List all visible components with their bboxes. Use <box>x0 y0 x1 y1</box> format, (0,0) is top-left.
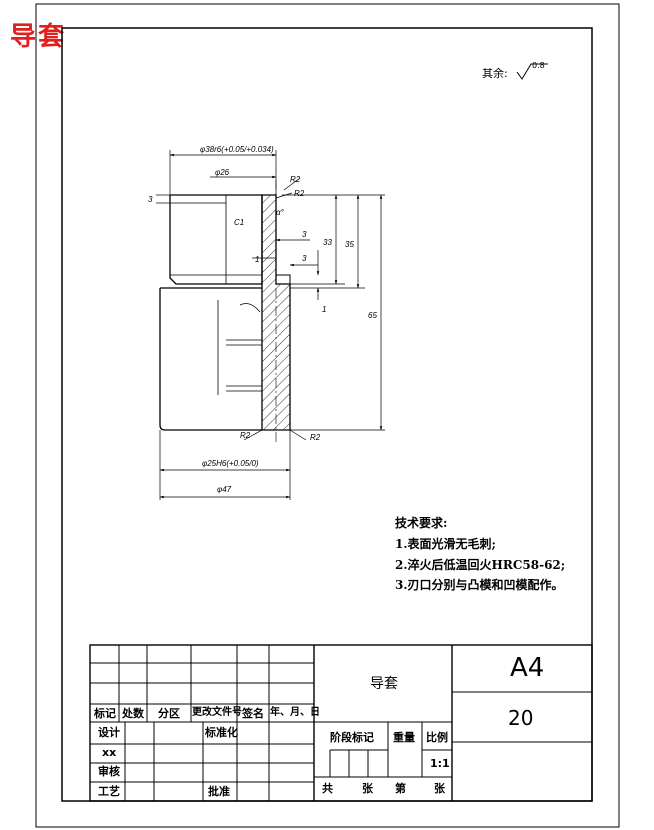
header-count: 处数 <box>122 707 144 720</box>
ratio-value: 1:1 <box>430 757 450 770</box>
dim-33: 33 <box>323 238 332 247</box>
roughness-label: 其余: <box>482 67 508 80</box>
header-zone: 分区 <box>158 707 180 720</box>
dim-three-b: 3 <box>302 254 307 263</box>
header-date: 年、月、日 <box>270 707 320 718</box>
dim-three-left: 3 <box>148 195 153 204</box>
dim-d26: φ26 <box>215 168 230 177</box>
dim-r2-bot1: R2 <box>240 431 251 440</box>
header-change-doc: 更改文件号 <box>192 707 242 718</box>
header-mark: 标记 <box>94 707 116 720</box>
dim-angle: α° <box>276 208 285 217</box>
label-page: 第 <box>395 782 406 795</box>
dim-d25: φ25H6(+0.05/0) <box>202 459 259 468</box>
label-process: 工艺 <box>98 785 120 798</box>
dim-one-b: 1 <box>322 305 326 314</box>
dim-one-a: 1 <box>255 255 259 264</box>
dim-d47: φ47 <box>217 485 232 494</box>
dim-r2-top2: R2 <box>294 189 305 198</box>
label-sheet: 张 <box>434 782 445 795</box>
sheet-size: A4 <box>510 653 545 683</box>
drawing-number: 20 <box>508 706 534 730</box>
title-block-grid <box>89 644 593 802</box>
dim-35: 35 <box>345 240 354 249</box>
label-stage-mark: 阶段标记 <box>330 731 374 744</box>
label-sheets: 张 <box>362 782 373 795</box>
label-review: 审核 <box>98 765 120 778</box>
corner-title: 导套 <box>10 22 67 52</box>
label-design: 设计 <box>98 726 120 739</box>
label-standardize: 标准化 <box>205 726 238 739</box>
dim-65: 65 <box>368 311 377 320</box>
tech-title: 技术要求: <box>395 516 448 530</box>
dim-r2-top1: R2 <box>290 175 301 184</box>
part-name: 导套 <box>370 676 398 692</box>
label-xx: xx <box>102 746 117 759</box>
roughness-value: 0.8 <box>532 61 545 70</box>
label-weight: 重量 <box>393 731 415 744</box>
dim-d38: φ38r6(+0.05/+0.034) <box>200 145 274 154</box>
outer-border <box>35 3 620 828</box>
dim-r2-bot2: R2 <box>310 433 321 442</box>
dimension-texts: φ38r6(+0.05/+0.034) φ26 R2 R2 α° 3 3 3 C… <box>148 145 377 494</box>
label-approve: 批准 <box>208 785 230 798</box>
tech-item-2: 2.淬火后低温回火HRC58-62; <box>395 558 566 572</box>
dim-three-a: 3 <box>302 230 307 239</box>
roughness-symbol <box>516 63 548 80</box>
dim-c1: C1 <box>234 218 244 227</box>
tech-item-3: 3.刃口分别与凸模和凹模配作。 <box>395 578 564 592</box>
label-total: 共 <box>322 782 333 795</box>
dimension-lines <box>156 150 385 500</box>
part-outline <box>159 194 263 431</box>
header-signature: 签名 <box>242 707 264 720</box>
tech-item-1: 1.表面光滑无毛刺; <box>395 537 496 551</box>
inner-border <box>61 27 593 802</box>
label-ratio: 比例 <box>426 731 448 744</box>
